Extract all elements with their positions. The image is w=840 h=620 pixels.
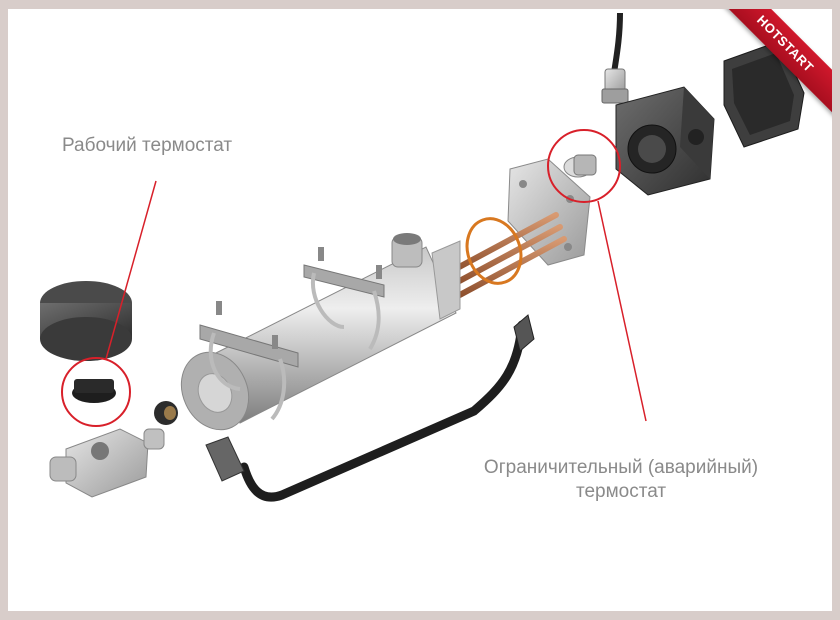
working-thermostat-highlight <box>61 357 131 427</box>
limit-thermostat-highlight <box>547 129 621 203</box>
junction-box <box>615 86 715 196</box>
limit-thermostat-label-line2: термостат <box>575 481 667 502</box>
fitting <box>154 401 178 425</box>
diagram-frame: Рабочий термостат Ограничительный (авари… <box>8 9 832 611</box>
heating-elements <box>445 212 567 300</box>
manifold-block <box>49 428 165 498</box>
o-ring <box>465 217 523 285</box>
hose <box>205 314 535 502</box>
heater-tank <box>180 233 461 431</box>
limit-thermostat-label-line1: Ограничительный (аварийный) <box>483 457 759 478</box>
thermostat-housing-cap <box>40 281 132 361</box>
working-thermostat-leader <box>105 180 157 360</box>
power-cable <box>611 12 623 74</box>
junction-box-lid <box>723 40 805 148</box>
exploded-view-illustration <box>40 12 805 502</box>
mounting-brackets <box>199 247 385 421</box>
limit-thermostat-leader <box>597 200 647 422</box>
limit-thermostat-label: Ограничительный (аварийный) термостат <box>456 456 786 504</box>
working-thermostat-part <box>72 379 116 403</box>
limit-thermostat-part <box>563 154 597 178</box>
working-thermostat-label: Рабочий термостат <box>62 135 233 156</box>
